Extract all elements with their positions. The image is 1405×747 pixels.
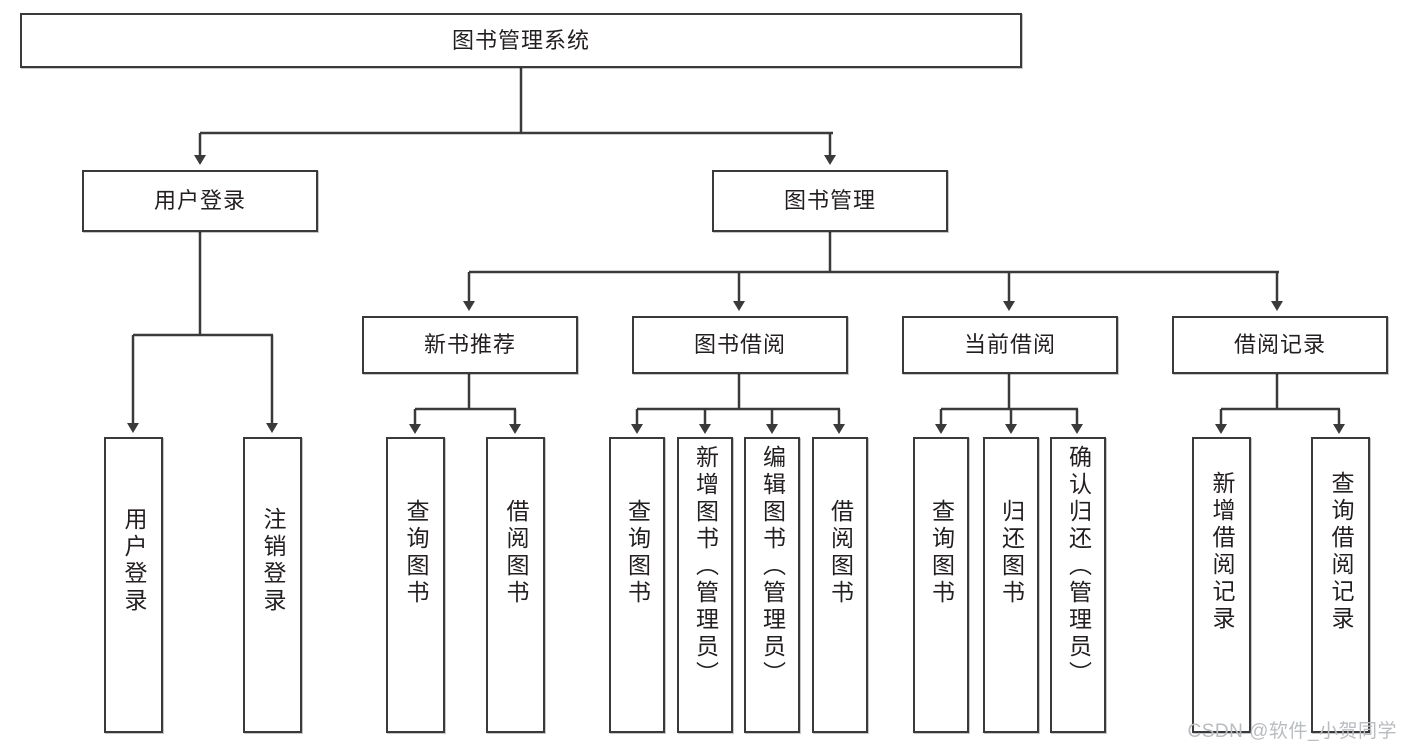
node-leaf-user-login[interactable]: 用户登录 [104,437,163,733]
node-root-label: 图书管理系统 [451,27,590,53]
node-current-borrow[interactable]: 当前借阅 [902,316,1118,374]
node-book-manage-label: 图书管理 [783,188,876,214]
node-leaf-query-book-cur[interactable]: 查询图书 [913,437,969,733]
node-leaf-query-book-rec[interactable]: 查询图书 [386,437,445,733]
node-current-borrow-label: 当前借阅 [963,332,1056,358]
node-root[interactable]: 图书管理系统 [20,13,1022,68]
node-leaf-return-book[interactable]: 归还图书 [983,437,1039,733]
node-new-book-recommend[interactable]: 新书推荐 [362,316,578,374]
node-leaf-borrow-book-rec-label: 借阅图书 [503,499,529,607]
node-user-login-label: 用户登录 [153,188,246,214]
node-leaf-query-borrow-record-label: 查询借阅记录 [1328,471,1354,633]
node-leaf-add-borrow-record[interactable]: 新增借阅记录 [1192,437,1251,733]
node-leaf-confirm-return-admin-label: 确认归还（管理员） [1065,445,1092,688]
node-leaf-query-book-borrow[interactable]: 查询图书 [609,437,665,733]
node-leaf-query-borrow-record[interactable]: 查询借阅记录 [1311,437,1370,733]
node-leaf-borrow-book-rec[interactable]: 借阅图书 [486,437,545,733]
node-leaf-return-book-label: 归还图书 [998,499,1025,607]
node-leaf-edit-book-admin[interactable]: 编辑图书（管理员） [744,437,800,733]
node-leaf-add-borrow-record-label: 新增借阅记录 [1209,471,1235,633]
node-borrow-record[interactable]: 借阅记录 [1172,316,1388,374]
node-user-login[interactable]: 用户登录 [82,170,318,232]
node-leaf-add-book-admin[interactable]: 新增图书（管理员） [677,437,733,733]
node-leaf-query-book-rec-label: 查询图书 [403,499,429,607]
node-leaf-query-book-cur-label: 查询图书 [928,499,955,607]
node-leaf-user-login-label: 用户登录 [121,507,147,615]
node-borrow-record-label: 借阅记录 [1233,332,1326,358]
node-book-borrow-label: 图书借阅 [693,332,786,358]
node-leaf-confirm-return-admin[interactable]: 确认归还（管理员） [1050,437,1106,733]
node-new-book-recommend-label: 新书推荐 [423,332,516,358]
node-leaf-add-book-admin-label: 新增图书（管理员） [692,445,719,688]
node-book-manage[interactable]: 图书管理 [712,170,948,232]
node-leaf-borrow-book-label: 借阅图书 [827,499,854,607]
node-book-borrow[interactable]: 图书借阅 [632,316,848,374]
node-leaf-query-book-borrow-label: 查询图书 [624,499,651,607]
node-leaf-edit-book-admin-label: 编辑图书（管理员） [759,445,786,688]
node-leaf-user-logout-label: 注销登录 [260,507,286,615]
node-leaf-user-logout[interactable]: 注销登录 [243,437,302,733]
node-leaf-borrow-book[interactable]: 借阅图书 [812,437,868,733]
